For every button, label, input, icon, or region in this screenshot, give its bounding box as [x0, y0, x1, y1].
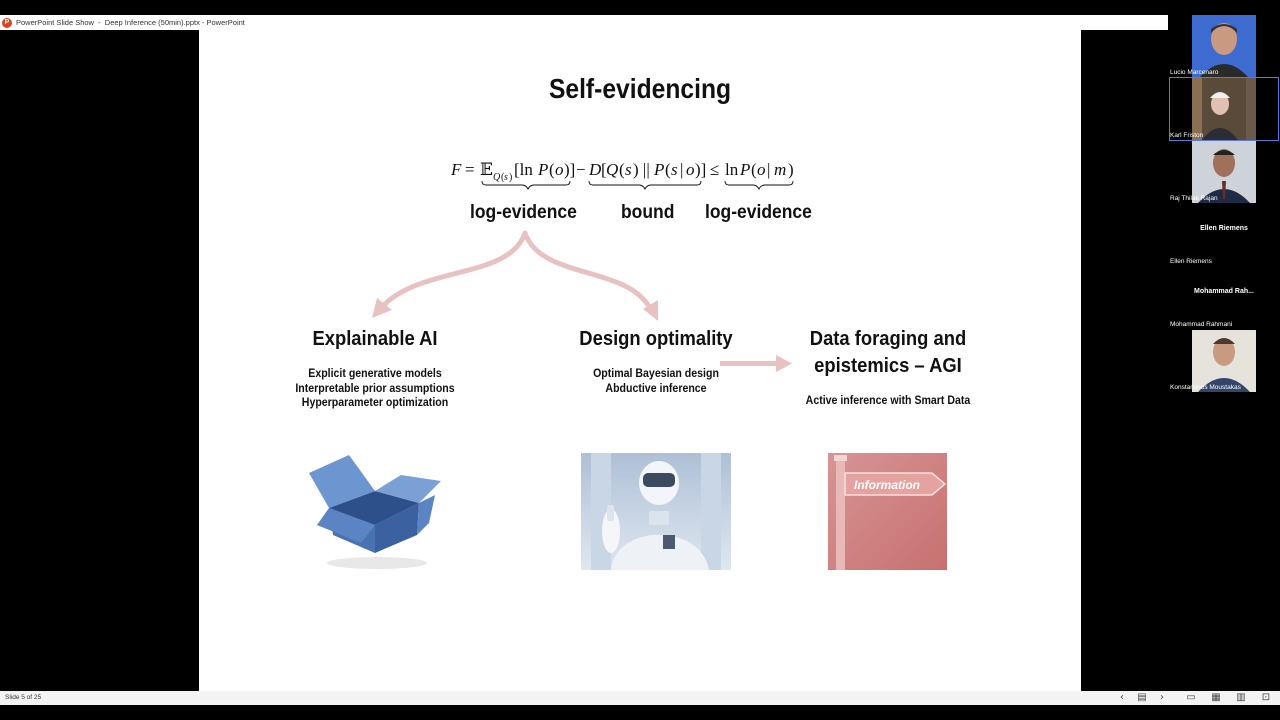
- arrow-straight-body: [720, 361, 776, 366]
- label-log-evidence-right: log-evidence: [705, 202, 812, 223]
- bullets-data-foraging: Active inference with Smart Data: [796, 394, 980, 409]
- participant-tile[interactable]: Konstantinos Moustakas: [1170, 330, 1278, 392]
- svg-text:ln: ln: [725, 160, 739, 179]
- arrowhead-straight: [776, 355, 792, 372]
- bullet: Optimal Bayesian design: [593, 368, 719, 380]
- svg-text:(: (: [549, 160, 555, 179]
- participant-tile[interactable]: Mohammad Rah... Mohammad Rahmani: [1170, 267, 1278, 329]
- svg-text:(: (: [619, 160, 625, 179]
- slide-sorter-icon[interactable]: ▤: [1137, 692, 1147, 703]
- arrow-to-design-optimality: [522, 230, 654, 313]
- participant-video: [1192, 78, 1256, 140]
- participant-tile-active-speaker[interactable]: Karl Friston: [1169, 77, 1279, 141]
- svg-text:s: s: [625, 160, 632, 179]
- svg-text:P: P: [537, 160, 548, 179]
- svg-text:s: s: [671, 160, 678, 179]
- svg-text:(: (: [665, 160, 671, 179]
- participant-display-name: Mohammad Rah...: [1194, 288, 1254, 295]
- svg-text:D: D: [588, 160, 602, 179]
- prev-icon[interactable]: ‹: [1120, 692, 1124, 703]
- information-signpost-picture: Information: [828, 453, 947, 570]
- arrowhead-left: [372, 298, 392, 318]
- svg-text:F: F: [450, 160, 462, 179]
- bullet: Abductive inference: [605, 382, 707, 395]
- svg-text:)]: )]: [695, 160, 706, 179]
- statusbar: Slide 5 of 25 ‹ ▤ › ▭ ▦ ▥ ⊡: [0, 691, 1280, 705]
- open-box-picture: [309, 455, 441, 569]
- participant-name: Karl Friston: [1170, 132, 1204, 139]
- participant-tile[interactable]: Lucio Marcenaro: [1170, 15, 1278, 77]
- svg-text:−: −: [576, 160, 586, 179]
- svg-text:(: (: [751, 160, 757, 179]
- svg-text:Q: Q: [606, 160, 618, 179]
- arrow-to-explainable-ai: [378, 230, 528, 311]
- participant-name: Mohammad Rahmani: [1170, 321, 1233, 328]
- bullets-design-optimality: Optimal Bayesian design Abductive infere…: [564, 367, 748, 396]
- svg-text:[ln: [ln: [514, 160, 533, 179]
- participant-name: Ellen Riemens: [1170, 258, 1212, 265]
- bullet: Explicit generative models: [308, 368, 442, 380]
- bullet: Hyperparameter optimization: [301, 397, 449, 409]
- participant-name: Raj Thilak Rajan: [1170, 195, 1218, 202]
- svg-text:|: |: [680, 160, 683, 179]
- slide-indicator: Slide 5 of 25: [5, 694, 42, 701]
- participant-tile[interactable]: Raj Thilak Rajan: [1170, 141, 1278, 203]
- participant-video: [1192, 15, 1256, 77]
- reading-view-icon[interactable]: ▥: [1236, 692, 1246, 703]
- svg-text:o: o: [555, 160, 564, 179]
- slide-title: Self-evidencing: [548, 73, 732, 104]
- svg-text:Q: Q: [493, 172, 501, 183]
- heading-design-optimality: Design optimality: [579, 328, 733, 350]
- svg-text:): ): [509, 172, 512, 183]
- svg-text:): ): [788, 160, 794, 179]
- svg-text:[: [: [601, 160, 607, 179]
- sorter-view-icon[interactable]: ▦: [1211, 692, 1221, 703]
- label-bound: bound: [621, 202, 675, 223]
- bullet: Interpretable prior assumptions: [295, 382, 455, 395]
- participants-panel: Lucio Marcenaro Karl Friston Raj Thilak …: [1168, 15, 1280, 395]
- label-log-evidence-left: log-evidence: [470, 202, 577, 223]
- heading-data-foraging-text: Data foraging and epistemics – AGI: [809, 328, 967, 377]
- heading-explainable-ai: Explainable AI: [312, 328, 438, 350]
- participant-video: [1192, 141, 1256, 203]
- bullets-explainable-ai: Explicit generative models Interpretable…: [283, 367, 467, 411]
- normal-view-icon[interactable]: ▭: [1186, 692, 1196, 703]
- window-title: PowerPoint Slide Show - Deep Inference (…: [16, 18, 245, 27]
- participant-display-name: Ellen Riemens: [1200, 225, 1248, 232]
- window-titlebar: P PowerPoint Slide Show - Deep Inference…: [0, 15, 1168, 30]
- participant-name: Lucio Marcenaro: [1170, 69, 1219, 76]
- svg-text:)]: )]: [564, 160, 575, 179]
- svg-text:P: P: [653, 160, 664, 179]
- sign-text: Information: [854, 478, 920, 492]
- svg-text:o: o: [686, 160, 695, 179]
- svg-text:) ||: ) ||: [633, 160, 650, 179]
- robot-picture: [581, 453, 731, 570]
- slideshow-view-icon[interactable]: ⊡: [1261, 692, 1271, 703]
- arrows: [372, 230, 792, 372]
- svg-text:=: =: [465, 160, 475, 179]
- participant-video: [1192, 330, 1256, 392]
- participant-tile[interactable]: Ellen Riemens Ellen Riemens: [1170, 204, 1278, 266]
- svg-text:𝔼: 𝔼: [480, 160, 493, 180]
- participant-name: Konstantinos Moustakas: [1170, 384, 1241, 391]
- svg-text:|: |: [767, 160, 770, 179]
- svg-text:o: o: [757, 160, 766, 179]
- next-icon[interactable]: ›: [1160, 692, 1164, 703]
- svg-text:P: P: [739, 160, 750, 179]
- svg-text:≤: ≤: [710, 160, 719, 179]
- svg-text:m: m: [774, 160, 786, 179]
- heading-data-foraging: Data foraging and epistemics – AGI: [782, 326, 994, 380]
- bullet: Active inference with Smart Data: [805, 395, 971, 407]
- powerpoint-icon: P: [2, 17, 12, 28]
- arrowhead-right: [643, 300, 658, 321]
- svg-text:s: s: [504, 172, 508, 183]
- svg-text:(: (: [501, 172, 505, 183]
